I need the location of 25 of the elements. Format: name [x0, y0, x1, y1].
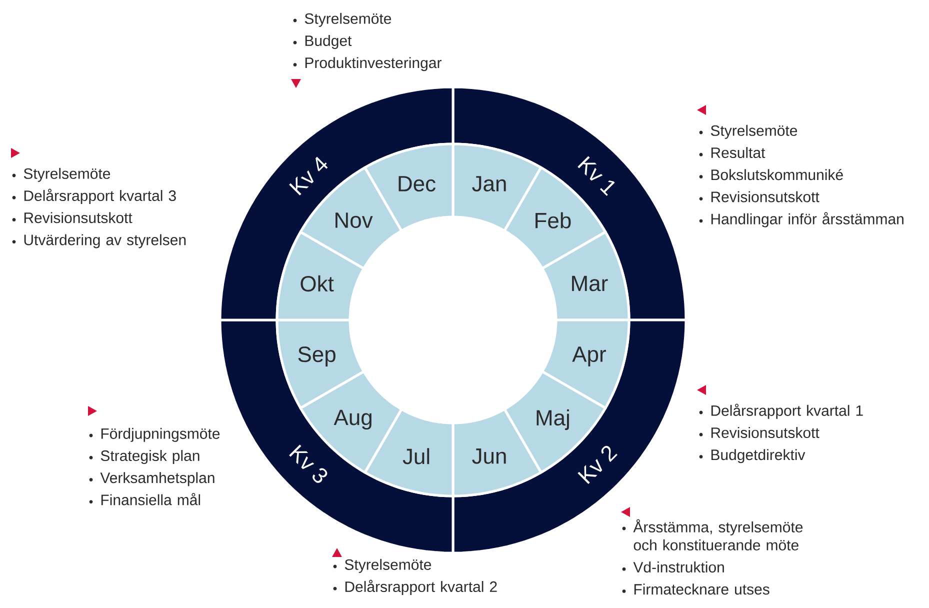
month-segment: Sep [276, 318, 366, 410]
list-item: Delårsrapport kvartal 3 [12, 188, 176, 204]
list-item: Styrelsemöte [12, 168, 110, 182]
list-item: Styrelsemöte [699, 124, 798, 139]
list-item: Revisionsutskott [12, 212, 132, 224]
list-item: Revisionsutskott [699, 191, 820, 202]
list-item: Revisionsutskott [699, 427, 820, 438]
list-item: Produktinvesteringar [293, 57, 442, 72]
list-item: Utvärdering av styrelsen [12, 234, 186, 248]
list-item: Styrelsemöte [293, 12, 392, 27]
list-item: Handlingar inför årsstämman [699, 212, 904, 228]
list-item: Verksamhetsplan [89, 472, 214, 486]
list-item: Bokslutskommuniké [699, 168, 843, 180]
list-item: Delårsrapport kvartal 2 [333, 580, 497, 595]
list-item: Resultat [699, 147, 766, 158]
list-item: Fördjupningsmöte [89, 428, 220, 442]
list-item: Budget [293, 35, 352, 49]
list-item: Finansiella mål [89, 493, 200, 506]
list-item: Strategisk plan [89, 450, 200, 464]
month-segment: Mar [540, 230, 630, 322]
list-item: Vd-instruktion [622, 562, 724, 573]
list-item: Styrelsemöte [333, 558, 432, 573]
list-item: Delårsrapport kvartal 1 [699, 404, 863, 419]
list-item: Firmatecknare utses [622, 584, 770, 595]
list-item: Budgetdirektiv [699, 449, 806, 464]
